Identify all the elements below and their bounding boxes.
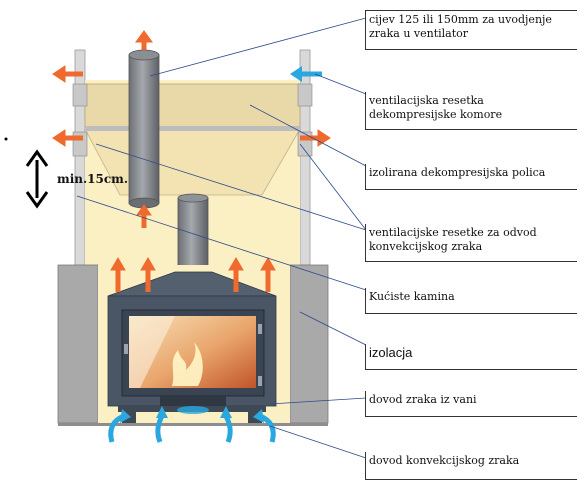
- min-distance-label: min.15cm.: [57, 172, 129, 186]
- label-duct-text: cijev 125 ili 150mm za uvodjenje zraka u…: [369, 13, 552, 40]
- label-chamber-grille: ventilacijska resetka dekompresijske kom…: [365, 92, 577, 130]
- leader-lines: [76, 17, 367, 459]
- label-housing: Kućiste kamina: [365, 288, 577, 314]
- min-distance-arrow: [25, 149, 49, 209]
- label-outside-air: dovod zraka iz vani: [365, 391, 577, 417]
- label-convection-grilles: ventilacijske resetke za odvod konvekcij…: [365, 224, 577, 262]
- label-convection-air: dovod konvekcijskog zraka: [365, 452, 577, 480]
- label-convection-air-text: dovod konvekcijskog zraka: [369, 454, 520, 467]
- label-chamber-grille-text: ventilacijska resetka dekompresijske kom…: [369, 94, 503, 121]
- flue-pipe: [177, 193, 209, 267]
- label-shelf: izolirana dekompresijska polica: [365, 164, 577, 190]
- cold-air-arrows: [108, 66, 322, 443]
- label-duct: cijev 125 ili 150mm za uvodjenje zraka u…: [365, 10, 577, 50]
- upper-vent-grilles: [72, 83, 313, 107]
- bullet-dot: [4, 137, 8, 141]
- stove: [107, 271, 277, 426]
- label-outside-air-text: dovod zraka iz vani: [369, 393, 477, 406]
- floor: [58, 423, 328, 426]
- label-shelf-text: izolirana dekompresijska polica: [369, 166, 546, 179]
- label-housing-text: Kućiste kamina: [369, 290, 455, 303]
- hot-air-arrows: [52, 30, 331, 292]
- insulated-shelf: [85, 126, 300, 131]
- label-insulation-text: izolacja: [369, 345, 413, 360]
- air-duct-pipe: [128, 49, 160, 209]
- label-insulation: izolacja: [365, 344, 577, 370]
- label-convection-grilles-text: ventilacijske resetke za odvod konvekcij…: [369, 226, 537, 253]
